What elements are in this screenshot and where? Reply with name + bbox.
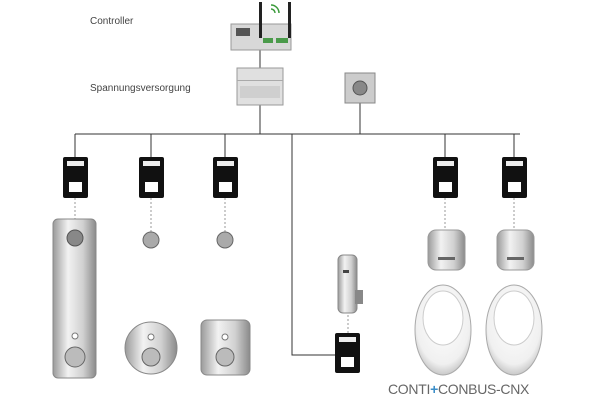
bus-module xyxy=(335,333,360,373)
bus-module xyxy=(502,157,527,198)
antenna-icon xyxy=(259,2,262,38)
urinal-1 xyxy=(414,229,472,376)
brand-logo: CONTI+CONBUS-CNX xyxy=(388,381,529,397)
bus-module xyxy=(433,157,458,198)
faucet-device xyxy=(337,254,363,314)
brand-right: CONBUS-CNX xyxy=(437,381,530,397)
controller-device xyxy=(230,2,292,51)
bus-wiring xyxy=(74,50,520,356)
controller-label: Controller xyxy=(90,16,134,27)
antenna-icon xyxy=(288,2,291,38)
round-shower-plate xyxy=(124,231,178,375)
bus-module xyxy=(213,157,238,198)
power-supply-device xyxy=(236,67,284,106)
shower-column xyxy=(52,218,97,379)
square-shower-plate xyxy=(200,231,251,376)
push-button-device xyxy=(344,72,376,104)
power-supply-label: Spannungsversorgung xyxy=(90,83,191,94)
bus-module xyxy=(63,157,88,198)
brand-plus-icon: + xyxy=(430,381,438,397)
brand-left: CONTI xyxy=(388,381,431,397)
sensor-cables xyxy=(74,198,515,333)
urinal-2 xyxy=(485,229,543,376)
bus-modules xyxy=(63,157,527,373)
wifi-icon xyxy=(270,4,280,14)
bus-module xyxy=(139,157,164,198)
